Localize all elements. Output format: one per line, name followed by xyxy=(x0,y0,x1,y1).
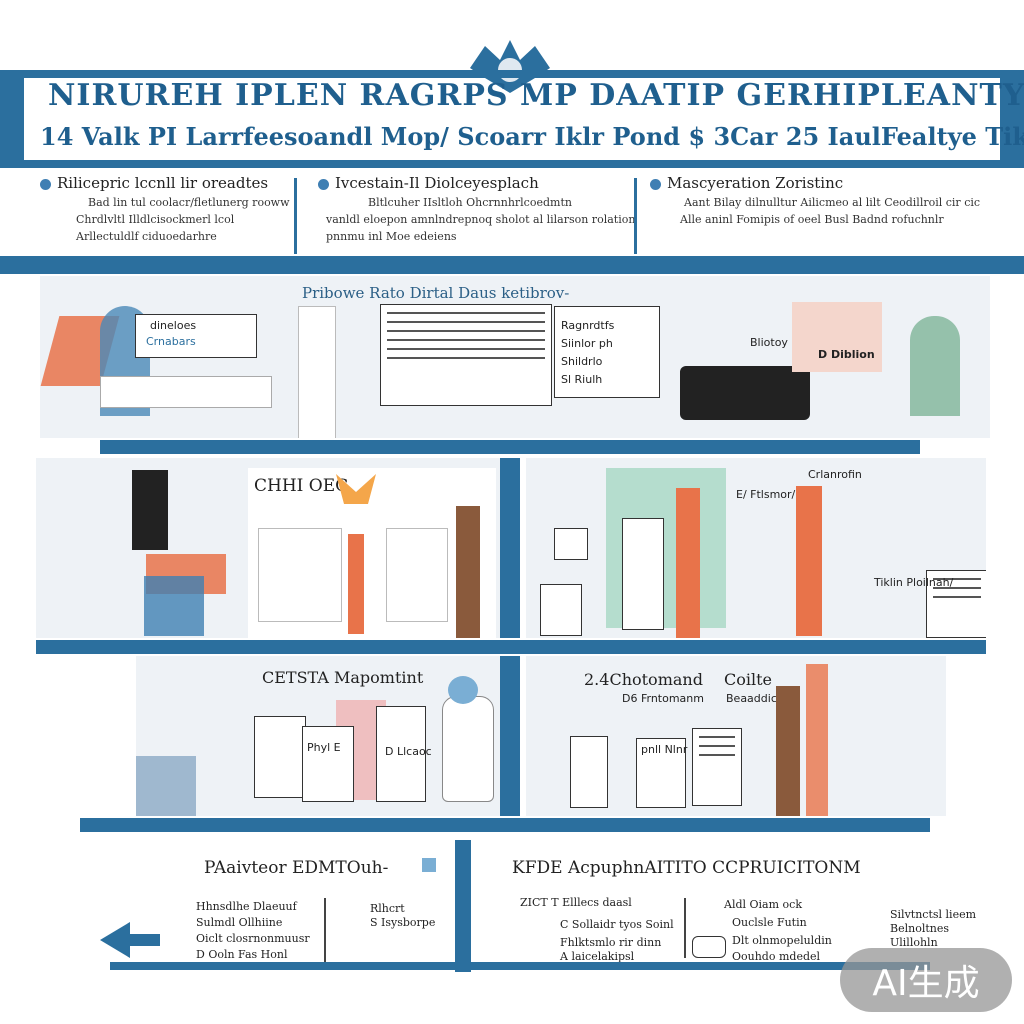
card-line: Ragnrdtfs xyxy=(561,319,615,332)
footer-line: S Isysborpe xyxy=(370,916,436,929)
info-dot-icon xyxy=(650,178,661,190)
right-label: Bliotoy xyxy=(750,336,788,349)
card-line: Shildrlo xyxy=(561,355,603,368)
info-heading: Rilicepric lccnll lir oreadtes xyxy=(57,174,269,192)
right-label: D Diblion xyxy=(818,348,875,361)
footer-line: Silvtnctsl lieem xyxy=(890,908,977,921)
card-line: Siinlor ph xyxy=(561,337,613,350)
info-line: Arllectuldlf ciduoedarhre xyxy=(76,230,217,243)
footer-line: A laicelakipsl xyxy=(560,950,635,963)
info-heading: Ivcestain-Il Diolceyesplach xyxy=(335,174,539,192)
mid-right-label: E/ Ftlsmor/ xyxy=(736,488,796,501)
low-right-heading-2: Coilte xyxy=(724,670,773,689)
info-column-3: Mascyeration Zoristinc Aant Bilay dilnul… xyxy=(650,174,1010,254)
info-line: vanldl eloepon amnlndrepnoq sholot al li… xyxy=(326,213,636,226)
mid-right-note: Tiklin Ploilnah/ xyxy=(874,576,954,589)
footer-line: Sulmdl Ollhiine xyxy=(196,916,283,929)
arrow-left-icon xyxy=(100,922,160,958)
mid-left-heading: CHHI OEC xyxy=(254,476,349,496)
footer-line: Dlt olnmopeluldin xyxy=(732,934,832,947)
header-subtitle: 14 Valk PI Larrfeesoandl Mop/ Scoarr Ikl… xyxy=(40,122,1024,151)
card-label: D Llcaoc xyxy=(385,745,432,758)
info-dot-icon xyxy=(318,178,329,190)
top-panel-heading: Pribowe Rato Dirtal Daus ketibrov- xyxy=(302,284,570,302)
footer-right: KFDE AcpuphnAITITO CCPRUICITONM ZICT T E… xyxy=(480,832,1000,972)
info-line: Bltlcuher IIsltloh Ohcrnnhrlcoedmtn xyxy=(368,196,572,209)
info-column-2: Ivcestain-Il Diolceyesplach Bltlcuher II… xyxy=(318,174,636,254)
ai-generated-badge: AI生成 xyxy=(840,948,1012,1012)
info-square-icon xyxy=(422,858,436,872)
info-line: Bad lin tul coolacr/fletlunerg rooww xyxy=(88,196,290,209)
header-band xyxy=(0,70,1024,168)
low-right-heading: 2.4Chotomand xyxy=(584,670,703,689)
mid-right-card xyxy=(926,570,986,638)
mid-right-label: Crlanrofin xyxy=(808,468,862,481)
low-right-card: pnll Nlnr xyxy=(636,738,688,808)
footer-line: Ouclsle Futin xyxy=(732,916,807,929)
footer-line: Oiclt closrnonmuusr xyxy=(196,932,310,945)
card-label: pnll Nlnr xyxy=(641,743,688,756)
low-right-panel: 2.4Chotomand D6 Frntomanm Coilte Beaaddi… xyxy=(526,656,946,816)
card-label: Phyl E xyxy=(307,741,341,754)
info-heading: Mascyeration Zoristinc xyxy=(667,174,844,192)
info-line: Aant Bilay dilnulltur Ailicmeo al lilt C… xyxy=(684,196,981,209)
info-line: pnnmu inl Moe edeiens xyxy=(326,230,457,243)
mid-right-panel: E/ Ftlsmor/ Crlanrofin Tiklin Ploilnah/ xyxy=(526,458,986,638)
footer-right-heading: KFDE AcpuphnAITITO CCPRUICITONM xyxy=(512,858,861,878)
card-label: Crnabars xyxy=(146,335,196,348)
data-card: Ragnrdtfs Siinlor ph Shildrlo Sl Riulh xyxy=(554,306,660,398)
low-left-heading: CETSTA Mapomtint xyxy=(262,668,424,687)
info-line: Chrdlvltl Illdlcisockmerl lcol xyxy=(76,213,235,226)
footer-line: Oouhdo mdedel xyxy=(732,950,821,963)
bag-icon xyxy=(442,696,494,802)
footer-line: Belnoltnes xyxy=(890,922,949,935)
low-left-panel: CETSTA Mapomtint Phyl E D Llcaoc xyxy=(136,656,500,816)
card-label: dineloes xyxy=(150,319,197,332)
low-right-sub: D6 Frntomanm xyxy=(622,692,704,705)
low-left-card: D Llcaoc xyxy=(376,706,432,802)
projector-icon xyxy=(680,366,810,420)
info-line: Alle aninl Fomipis of oeel Busl Badnd ro… xyxy=(680,213,944,226)
footer-line: Fhlktsmlo rir dinn xyxy=(560,936,662,949)
footer-line: C Sollaidr tyos Soinl xyxy=(560,918,674,931)
footer-left-heading: PAaivteor EDMTOuh- xyxy=(204,858,389,878)
header-title: NIRUREH IPLEN RAGRPS MP DAATIP GERHIPLEA… xyxy=(48,78,1024,113)
info-card: dineloes Crnabars xyxy=(135,314,257,358)
footer-line: Hhnsdlhe Dlaeuuf xyxy=(196,900,297,913)
low-left-card: Phyl E xyxy=(302,726,354,802)
footer-line: ZICT T Elllecs daasl xyxy=(520,896,632,909)
footer-line: Ulillohln xyxy=(890,936,938,949)
top-panel: Pribowe Rato Dirtal Daus ketibrov- dinel… xyxy=(40,276,990,438)
card-line: Sl Riulh xyxy=(561,373,603,386)
footer-left: PAaivteor EDMTOuh- Hhnsdlhe Dlaeuuf Sulm… xyxy=(120,832,450,972)
footer-line: Rlhcrt xyxy=(370,902,405,915)
footer-line: Aldl Oiam ock xyxy=(724,898,802,911)
data-card xyxy=(380,304,552,406)
mid-left-panel: CHHI OEC xyxy=(36,458,500,638)
footer-line: D Ooln Fas Honl xyxy=(196,948,288,961)
info-column-1: Rilicepric lccnll lir oreadtes Bad lin t… xyxy=(40,174,290,254)
info-dot-icon xyxy=(40,178,51,190)
low-right-sub-2: Beaaddicm xyxy=(726,692,788,705)
